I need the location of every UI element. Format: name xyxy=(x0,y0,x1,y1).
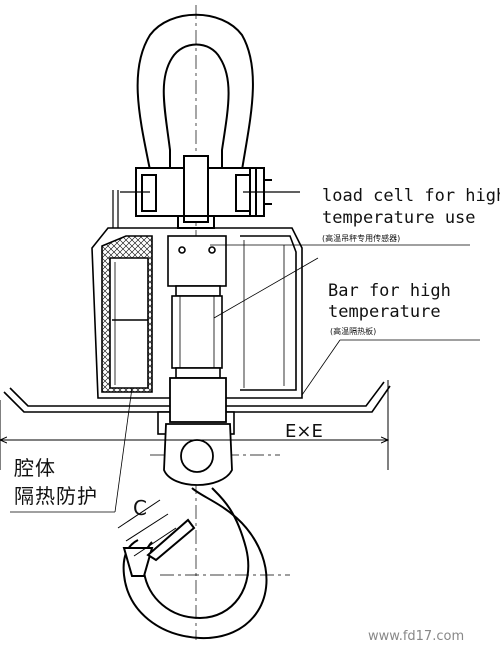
load-cell-label-line1: load cell for high xyxy=(322,186,500,206)
leader-lines xyxy=(10,244,480,513)
bar-label-chinese: (高温隔热板) xyxy=(330,327,377,336)
top-shackle xyxy=(135,13,272,229)
dimension-C xyxy=(117,499,177,557)
load-cell-label-chinese: (高温吊秤专用传感器) xyxy=(322,234,401,243)
dimension-ExE-label: E×E xyxy=(285,421,323,442)
load-cell xyxy=(167,235,227,379)
watermark: www.fd17.com xyxy=(368,629,465,644)
lifting-hook xyxy=(122,487,268,640)
hook-clearance-label: C xyxy=(133,496,147,520)
load-cell-label-line2: temperature use xyxy=(322,208,476,228)
insulated-cavity xyxy=(91,227,303,399)
hanger-posts xyxy=(112,190,300,228)
cavity-label-line1: 腔体 xyxy=(14,456,56,480)
bar-label-line2: temperature xyxy=(328,302,441,322)
cavity-label-line2: 隔热防护 xyxy=(14,484,98,508)
hook-swivel xyxy=(163,377,233,486)
dimension-ExE xyxy=(0,380,388,470)
bar-label-line1: Bar for high xyxy=(328,281,451,301)
